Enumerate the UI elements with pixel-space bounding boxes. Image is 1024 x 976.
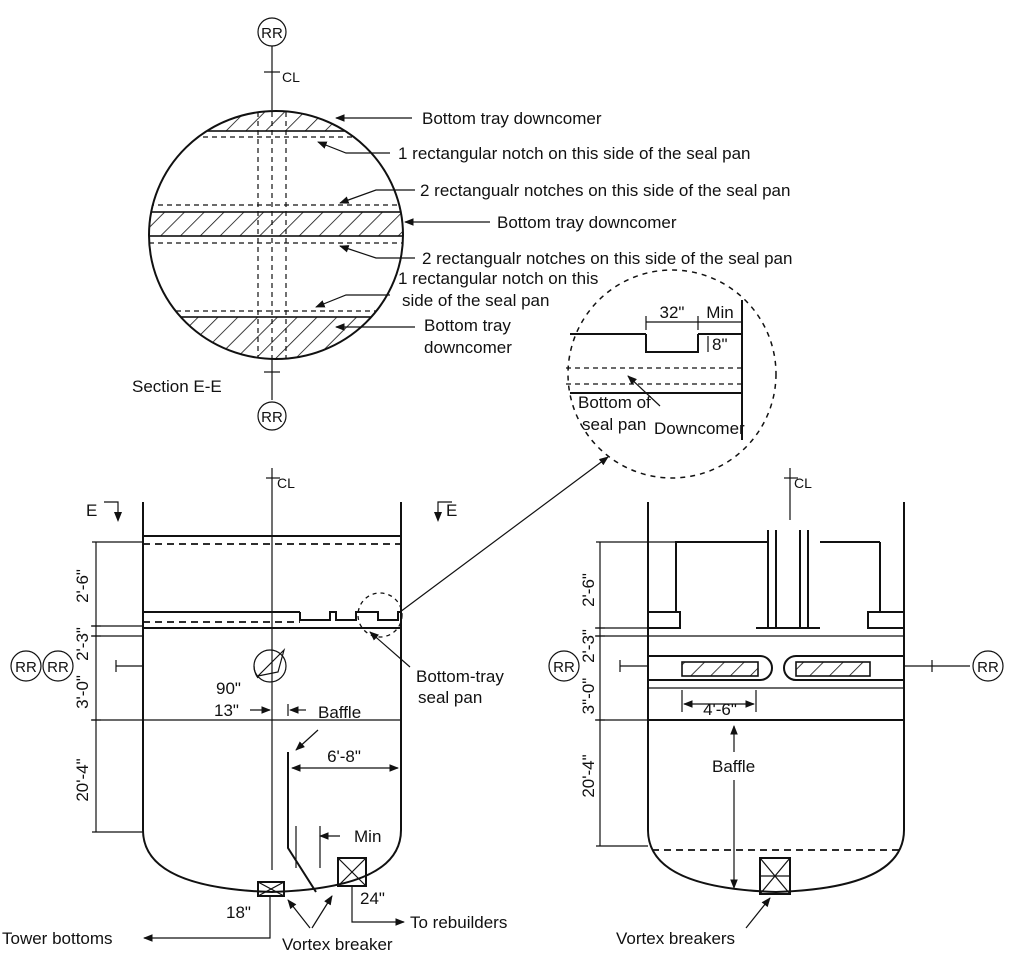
seal-pan-label-2: seal pan bbox=[418, 688, 482, 707]
left-dim-20-4: 20'-4" bbox=[73, 758, 92, 801]
callout-6a: 1 rectangular notch on this bbox=[398, 269, 598, 288]
rr-right-left-label: RR bbox=[553, 659, 575, 676]
left-elevation: CL E E 2'-6" 2'-3" 3'-0" 20'-4" bbox=[2, 468, 507, 954]
to-rebuilders: To rebuilders bbox=[410, 913, 507, 932]
detail-dim-8: 8" bbox=[712, 335, 728, 354]
e-marker-right: E bbox=[446, 501, 457, 520]
rr-top-label: RR bbox=[261, 25, 283, 42]
callout-2: 1 rectangular notch on this side of the … bbox=[398, 144, 751, 163]
angle-90: 90" bbox=[216, 679, 241, 698]
seal-pan-label-1: Bottom-tray bbox=[416, 667, 504, 686]
downcomer-middle bbox=[149, 211, 403, 237]
rr-b-label: RR bbox=[47, 659, 69, 676]
right-dim-2-6: 2'-6" bbox=[579, 573, 598, 607]
baffle-label-left: Baffle bbox=[318, 703, 361, 722]
right-hatch-right bbox=[795, 661, 871, 677]
section-title: Section E-E bbox=[132, 377, 222, 396]
rr-right-right-label: RR bbox=[977, 659, 999, 676]
rr-marker-b bbox=[42, 650, 74, 682]
dim-24: 24" bbox=[360, 889, 385, 908]
dim-18: 18" bbox=[226, 903, 251, 922]
right-dim-2-3: 2'-3" bbox=[579, 629, 598, 663]
vortex-breaker-left bbox=[257, 881, 285, 897]
left-dim-2-6: 2'-6" bbox=[73, 569, 92, 603]
right-dim-3-0: 3"-0" bbox=[579, 678, 598, 715]
dim-4-6: 4'-6" bbox=[703, 700, 737, 719]
right-centerline-label: CL bbox=[794, 475, 812, 491]
right-elevation: CL 4'-6" Baffle Vortex b bbox=[548, 468, 1004, 948]
downcomer-top bbox=[149, 111, 403, 132]
dim-min-left: Min bbox=[354, 827, 381, 846]
callout-4: Bottom tray downcomer bbox=[497, 213, 677, 232]
rr-a-label: RR bbox=[15, 659, 37, 676]
downcomer-bottom bbox=[149, 316, 403, 359]
left-dim-3-0: 3'-0" bbox=[73, 675, 92, 709]
detail-dim-32: 32" bbox=[660, 303, 685, 322]
dim-13: 13" bbox=[214, 701, 239, 720]
rr-bottom-label: RR bbox=[261, 409, 283, 426]
callout-5: 2 rectangualr notches on this side of th… bbox=[422, 249, 792, 268]
rr-marker-right-right bbox=[972, 650, 1004, 682]
callout-1: Bottom tray downcomer bbox=[422, 109, 602, 128]
dim-6-8: 6'-8" bbox=[327, 747, 361, 766]
callout-7a: Bottom tray bbox=[424, 316, 511, 335]
detail-bottom-of: Bottom of bbox=[578, 393, 651, 412]
left-dim-2-3: 2'-3" bbox=[73, 627, 92, 661]
vortex-breakers-label: Vortex breakers bbox=[616, 929, 735, 948]
callout-6b: side of the seal pan bbox=[402, 291, 549, 310]
baffle-label-right: Baffle bbox=[712, 757, 755, 776]
right-hatch-left bbox=[681, 661, 759, 677]
vortex-breaker-label: Vortex breaker bbox=[282, 935, 393, 954]
left-centerline-label: CL bbox=[277, 475, 295, 491]
rr-marker-a bbox=[10, 650, 42, 682]
callout-3: 2 rectangualr notches on this side of th… bbox=[420, 181, 790, 200]
rr-marker-right-left bbox=[548, 650, 580, 682]
detail-seal-pan: seal pan bbox=[582, 415, 646, 434]
e-marker-left: E bbox=[86, 501, 97, 520]
rr-marker-bottom bbox=[257, 401, 287, 431]
tower-bottoms: Tower bottoms bbox=[2, 929, 113, 948]
detail-dim-min: Min bbox=[706, 303, 733, 322]
centerline-label-top: CL bbox=[282, 69, 300, 85]
callout-7b: downcomer bbox=[424, 338, 512, 357]
right-dim-20-4: 20'-4" bbox=[579, 754, 598, 797]
seal-pan-detail: 32" Min 8" Bottom of seal pan Downcomer bbox=[399, 269, 777, 613]
detail-downcomer: Downcomer bbox=[654, 419, 745, 438]
